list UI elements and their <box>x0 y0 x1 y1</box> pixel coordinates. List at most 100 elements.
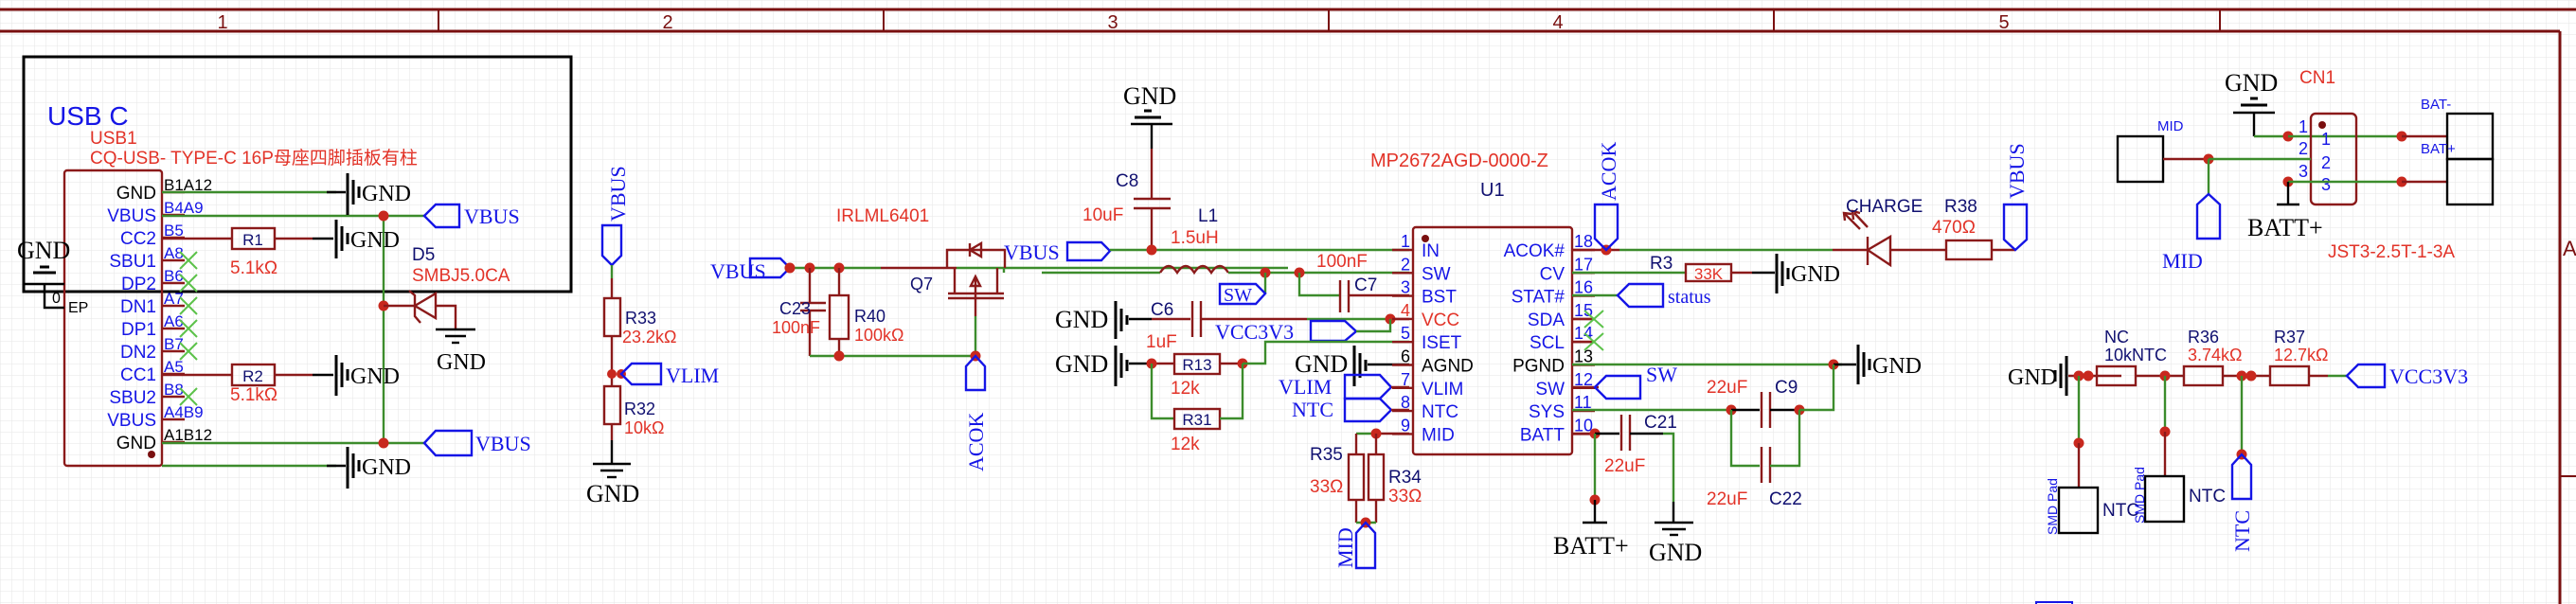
svg-text:GND: GND <box>1791 262 1840 287</box>
svg-text:VBUS: VBUS <box>606 166 630 222</box>
u1-pin-name: SDA <box>1528 311 1565 330</box>
u1-pin-number: 6 <box>1401 347 1410 366</box>
svg-text:GND: GND <box>1872 354 1922 379</box>
u1-pin-name: AGND <box>1422 357 1474 377</box>
svg-text:R13: R13 <box>1182 356 1211 374</box>
net-port-acok[interactable]: ACOK <box>964 354 988 471</box>
svg-text:VBUS: VBUS <box>710 259 766 283</box>
usb-title: USB C <box>47 101 129 131</box>
svg-text:GND: GND <box>586 480 639 507</box>
svg-text:SW: SW <box>1646 363 1677 386</box>
q7-value: IRLML6401 <box>836 206 929 226</box>
net-port-vbus[interactable]: VBUS <box>422 429 531 457</box>
svg-text:GND: GND <box>2008 365 2057 390</box>
u1-pin-name: SCL <box>1530 333 1565 353</box>
u1-pin-name: BST <box>1422 288 1457 308</box>
usb-pin-number: A5 <box>164 358 184 376</box>
net-port-sw[interactable]: SW <box>1218 282 1267 306</box>
svg-text:GND: GND <box>437 350 486 375</box>
svg-text:10uF: 10uF <box>1082 205 1123 225</box>
svg-text:GND: GND <box>362 182 411 206</box>
net-port-mid[interactable]: MID <box>1333 521 1377 570</box>
net-port-vbus-in[interactable]: VBUS <box>710 257 792 283</box>
u1-pin-number: 16 <box>1574 278 1593 297</box>
svg-text:100nF: 100nF <box>1316 252 1368 272</box>
net-port-vcc3v3[interactable]: VCC3V3 <box>1215 319 1358 344</box>
net-port-vlim[interactable]: VLIM <box>1279 373 1393 400</box>
u1-pin-number: 17 <box>1574 255 1593 274</box>
u1-pin-number: 11 <box>1574 393 1592 412</box>
u1-pin-number: 8 <box>1401 393 1410 412</box>
svg-text:1: 1 <box>2299 117 2308 136</box>
inductor-l1 <box>1158 264 1230 275</box>
svg-text:VCC3V3: VCC3V3 <box>1215 320 1294 344</box>
u1-pin-name: VCC <box>1422 311 1459 330</box>
svg-text:VBUS: VBUS <box>2005 143 2029 199</box>
usb-pin: DN1 A7 <box>120 290 198 317</box>
usb-pin-name: GND <box>116 184 156 204</box>
ruler-col-2: 2 <box>662 12 672 33</box>
svg-text:BAT+: BAT+ <box>2421 141 2456 157</box>
svg-text:R33: R33 <box>625 309 656 328</box>
net-port-ntc[interactable]: NTC <box>1292 397 1393 423</box>
d5-value: SMBJ5.0CA <box>412 266 510 286</box>
svg-text:SW: SW <box>1224 285 1252 306</box>
usb-pin-number: A8 <box>164 244 184 262</box>
net-port-vbus-out[interactable]: VBUS <box>1004 240 1112 264</box>
svg-text:R32: R32 <box>624 400 655 418</box>
u1-pin-number: 10 <box>1574 416 1593 435</box>
svg-text:VLIM: VLIM <box>666 364 719 387</box>
svg-text:3: 3 <box>2299 162 2308 181</box>
svg-text:100nF: 100nF <box>772 318 820 337</box>
net-port-vbus[interactable]: VBUS <box>2002 143 2029 252</box>
u1-pin-number: 14 <box>1574 324 1593 343</box>
usb-ep-num: 0 <box>52 291 61 307</box>
net-port-status[interactable]: status <box>1616 282 1711 309</box>
u1-pin-number: 12 <box>1574 370 1593 389</box>
svg-text:GND: GND <box>350 228 400 253</box>
svg-text:10kΩ: 10kΩ <box>624 418 664 437</box>
svg-text:MID: MID <box>1333 527 1357 568</box>
svg-text:L1: L1 <box>1198 206 1218 226</box>
svg-text:BATT+: BATT+ <box>1553 532 1629 560</box>
usb-pin-name: GND <box>116 434 156 453</box>
nc-value: 10kNTC <box>2104 346 2167 364</box>
u1-pin-name: CV <box>1540 264 1565 284</box>
net-port-sw[interactable]: SW <box>1593 363 1677 400</box>
net-port-mid[interactable]: MID <box>2162 192 2222 273</box>
u1-pin-name: BATT <box>1520 425 1565 445</box>
usb-gnd-left: GND <box>17 237 70 264</box>
svg-text:R37: R37 <box>2274 328 2305 346</box>
net-port-vbus[interactable]: VBUS <box>422 203 520 229</box>
svg-text:status: status <box>1668 287 1711 308</box>
svg-text:C9: C9 <box>1775 378 1798 398</box>
net-port-acok[interactable]: ACOK <box>1593 142 1620 252</box>
u1-pin-number: 13 <box>1574 347 1593 366</box>
svg-text:ACOK: ACOK <box>1597 142 1620 201</box>
usb-pin-name: CC2 <box>120 229 156 249</box>
net-port-ntc[interactable]: NTC <box>2230 453 2254 552</box>
svg-text:2: 2 <box>2299 139 2308 158</box>
svg-text:NTC: NTC <box>1292 398 1333 421</box>
usb-pin-name: DN1 <box>120 297 156 317</box>
svg-text:R36: R36 <box>2188 328 2219 346</box>
usb-pin-number: A7 <box>164 290 184 308</box>
svg-text:C6: C6 <box>1151 300 1173 320</box>
net-port-vcc3v3[interactable]: VCC3V3 <box>2345 363 2468 389</box>
net-port-vbus[interactable]: VBUS <box>600 166 630 267</box>
net-port-vlim[interactable]: VLIM <box>619 362 719 387</box>
u1-pin-name: PGND <box>1512 357 1565 377</box>
